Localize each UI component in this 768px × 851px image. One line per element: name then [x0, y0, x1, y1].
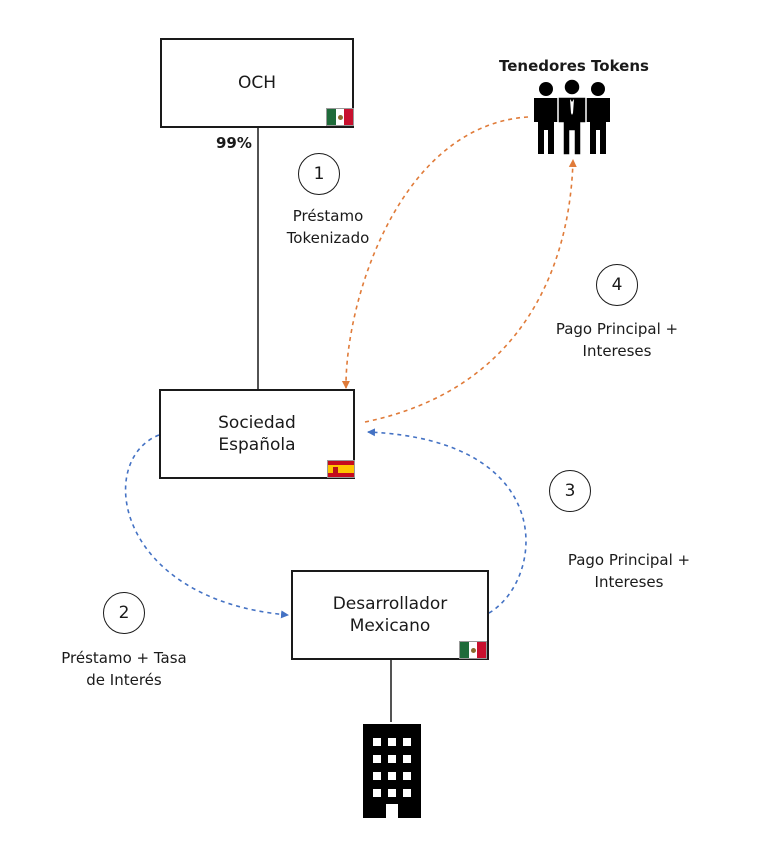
desarrollador-mexicano-box: Desarrollador Mexicano — [291, 570, 489, 660]
sociedad-label-line1: Sociedad — [218, 413, 296, 433]
step-3-label-line2: Intereses — [594, 573, 664, 591]
sociedad-espanola-box: Sociedad Española — [159, 389, 355, 479]
step-3-label-line1: Pago Principal + — [567, 551, 691, 569]
mexico-flag-icon — [459, 641, 487, 659]
mexico-flag-icon — [326, 108, 354, 126]
ownership-percentage: 99% — [216, 134, 252, 152]
arrow-sociedad-to-holders — [364, 159, 577, 423]
step-4-label-line2: Intereses — [582, 342, 652, 360]
arrow-sociedad-to-desarrollador — [124, 434, 289, 619]
step-1-label-line2: Tokenizado — [286, 229, 370, 247]
step-4-badge: 4 — [596, 264, 638, 306]
step-1-badge: 1 — [298, 153, 340, 195]
step-3-badge: 3 — [549, 470, 591, 512]
step-3-label: Pago Principal + Intereses — [544, 549, 714, 593]
step-2-badge: 2 — [103, 592, 145, 634]
desarrollador-label-line2: Mexicano — [349, 616, 431, 636]
step-4-label: Pago Principal + Intereses — [530, 318, 704, 362]
step-1-label: Préstamo Tokenizado — [278, 205, 378, 249]
arrow-desarrollador-to-sociedad — [367, 428, 527, 614]
people-group-icon — [534, 78, 610, 156]
desarrollador-label-line1: Desarrollador — [332, 594, 448, 614]
step-2-label-line1: Préstamo + Tasa — [61, 649, 187, 667]
building-icon — [363, 724, 421, 818]
step-2-label-line2: de Interés — [86, 671, 162, 689]
spain-flag-icon — [327, 460, 355, 478]
sociedad-label-line2: Española — [218, 435, 296, 455]
och-box: OCH — [160, 38, 354, 128]
och-label: OCH — [237, 73, 277, 93]
token-holders-title: Tenedores Tokens — [499, 57, 649, 75]
arrow-holders-to-sociedad — [341, 116, 529, 389]
step-4-label-line1: Pago Principal + — [555, 320, 679, 338]
step-1-label-line1: Préstamo — [292, 207, 364, 225]
step-2-label: Préstamo + Tasa de Interés — [44, 647, 204, 691]
